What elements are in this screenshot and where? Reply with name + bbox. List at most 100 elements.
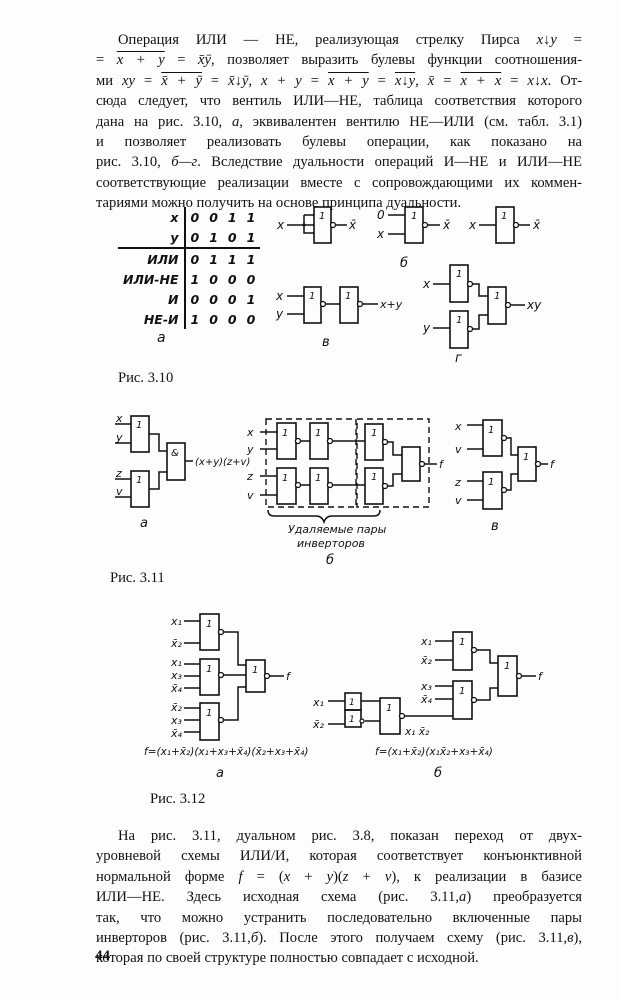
text-line: тариями можно получить на основе принцип… — [96, 195, 462, 212]
diagram-label: x — [115, 412, 123, 425]
diagram-label: а — [216, 766, 224, 781]
diagram-label: x̄₄ — [170, 727, 183, 740]
inversion-bubble — [359, 718, 365, 724]
diagram-label: x₃ — [170, 669, 183, 682]
diagram-label: x̄₂ — [170, 701, 183, 714]
diagram-label: x — [422, 277, 431, 291]
formula-b: f=(x₁+x̄₂)(x₁x̄₂+x₃+x̄₄) — [375, 746, 493, 758]
diagram-label: x — [454, 420, 462, 433]
nor-gate-inverter-zero: 1 0 x x̄ — [376, 206, 451, 244]
text-line: соответствующие реализации вместе с сопр… — [96, 174, 582, 191]
inversion-bubble — [319, 300, 327, 308]
cell-value: 0 — [209, 311, 218, 327]
cell-value: 0 — [227, 291, 237, 307]
inversion-bubble — [217, 628, 225, 636]
diagram-label: y — [275, 307, 284, 321]
text-line: = x + y = x̄ȳ, позволяет выразить булевы… — [96, 52, 582, 69]
output-label-not-x: x̄ — [532, 218, 541, 232]
diagram-label: v — [247, 489, 254, 502]
diagram-label: y — [115, 431, 123, 444]
wire — [507, 437, 518, 456]
cell-value: 0 — [190, 209, 200, 225]
brace — [267, 509, 381, 525]
and-circuit: 1 1 1 x y xy г — [422, 264, 542, 366]
inversion-bubble — [294, 481, 302, 489]
inversion-bubble — [466, 325, 474, 333]
inversion-bubble — [381, 482, 389, 490]
gate-box — [344, 709, 362, 728]
cell-value: 1 — [246, 291, 256, 307]
cell-value: 0 — [222, 227, 242, 249]
wire — [303, 215, 314, 234]
diagram-label: б — [434, 766, 442, 781]
row-label: И — [118, 289, 186, 309]
diagram-label: 1 — [349, 715, 355, 725]
inversion-bubble — [398, 712, 406, 720]
three-nor-circuit: 1 1 1 1 x₁ x̄₂ x₁ x₃ x̄₄ x̄₂ x₃ x̄₄ f f=… — [144, 613, 308, 781]
cell-value: 0 — [190, 251, 200, 267]
cell-value: 0 — [209, 209, 218, 225]
nor-circuit-with-inverter-pairs: 1 1 1 1 1 1 x y z v f Удаляемые — [246, 418, 445, 568]
output-label-not-x: x̄ — [442, 218, 451, 232]
diagram-label: y — [246, 443, 254, 456]
diagram-label: 1 — [501, 211, 507, 222]
text-line: так, что можно устранить последовательно… — [96, 909, 582, 926]
output-label: xy — [526, 298, 542, 312]
wire — [388, 441, 402, 456]
diagram-label: 1 — [523, 452, 529, 463]
diagram-label: x₁ — [312, 696, 324, 709]
brace-label-line-2: инверторов — [297, 537, 365, 550]
cell-value: 1 — [246, 209, 256, 225]
diagram-label: 1 — [456, 269, 462, 280]
diagram-label: 1 — [349, 698, 355, 708]
and-symbol: & — [171, 448, 179, 459]
cell-value: 1 — [204, 227, 223, 249]
page-number: 44 — [95, 948, 110, 964]
inversion-bubble — [466, 280, 474, 288]
cell-value: 0 — [227, 311, 237, 327]
diagram-label: 1 — [459, 686, 465, 697]
text-line: нормальной форме f = (x + y)(z + v), к р… — [96, 868, 582, 885]
diagram-label: 1 — [456, 315, 462, 326]
diagram-label: 1 — [206, 619, 212, 630]
inversion-bubble — [326, 437, 334, 445]
text-line: которая по своей структуре полностью сов… — [96, 950, 479, 967]
nor-gate-inverter-single: 1 x x̄ — [468, 206, 541, 244]
inversion-bubble — [329, 221, 337, 229]
figure-caption-3-10: Рис. 3.10 — [118, 370, 174, 386]
fig-3-10-a-sublabel: а — [157, 330, 166, 346]
gate-symbol: 1 — [319, 211, 325, 222]
nor-gate-inverter-tied: 1 x x̄ — [276, 206, 357, 244]
formula-a: f=(x₁+x̄₂)(x₁+x₃+x̄₄)(x̄₂+x₃+x̄₄) — [144, 746, 308, 758]
diagram-label: x₁ — [420, 635, 432, 648]
diagram-label: 1 — [459, 637, 465, 648]
inversion-bubble — [515, 672, 523, 680]
text-line: ми xy = x̄ + ȳ = x̄↓ȳ, x + y = x + y = x… — [96, 72, 583, 89]
text-line: ИЛИ—НЕ. Здесь исходная схема (рис. 3.11,… — [96, 889, 582, 906]
diagram-label: x₃ — [420, 680, 433, 693]
diagram-label: 1 — [136, 475, 142, 486]
text-line: рис. 3.10, б—г. Вследствие дуальности оп… — [96, 154, 582, 171]
diagram-label: 1 — [371, 472, 377, 483]
diagram-label: 1 — [371, 428, 377, 439]
inversion-bubble — [534, 460, 542, 468]
diagram-label: 1 — [315, 428, 321, 439]
cell-value: 0 — [190, 291, 200, 307]
diagram-label: z — [115, 467, 122, 480]
paragraph-explanation: На рис. 3.11, дуальном рис. 3.8, показан… — [96, 826, 582, 969]
row-label: ИЛИ — [118, 248, 186, 269]
wire — [224, 686, 246, 721]
cell-value: 0 — [209, 271, 218, 287]
wire — [149, 471, 167, 490]
wire — [473, 283, 488, 297]
brace-label-line-1: Удаляемые пары — [288, 523, 387, 536]
diagram-label: в — [491, 519, 499, 534]
paragraph-intro: Операция ИЛИ — НЕ, реализующая стрелку П… — [96, 30, 582, 214]
or-and-circuit: 1 1 & x y z v (x+y)(z+v) а — [115, 412, 250, 531]
text-line: и позволяет реализовать булевы операции,… — [96, 134, 582, 151]
text-line: инверторов (рис. 3.11,б). После этого по… — [96, 930, 582, 947]
inversion-bubble — [504, 301, 512, 309]
